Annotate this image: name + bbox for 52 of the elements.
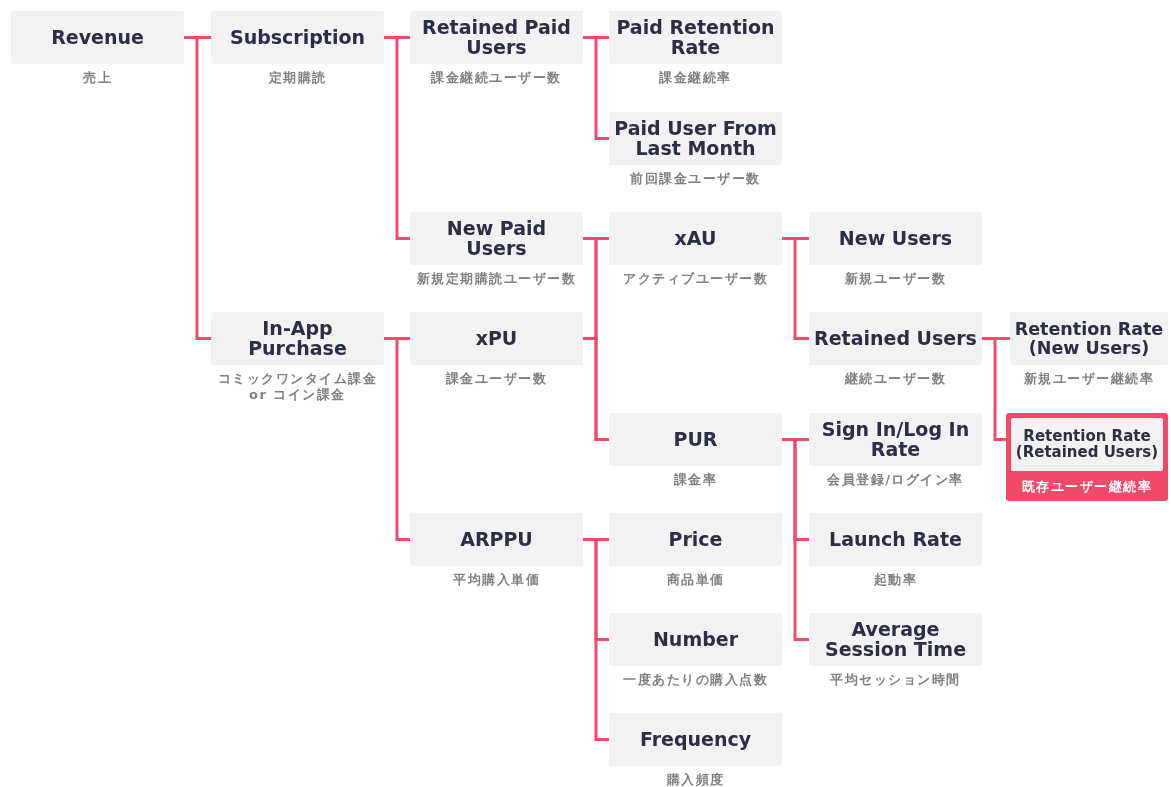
metric-caption: 購入頻度 bbox=[666, 772, 725, 787]
connector-line bbox=[982, 337, 1006, 441]
metric-caption: 新規ユーザー数 bbox=[844, 271, 947, 288]
metric-caption: 起動率 bbox=[873, 572, 918, 589]
metric-caption: 前回課金ユーザー数 bbox=[630, 171, 761, 188]
metric-caption: 既存ユーザー継続率 bbox=[1020, 478, 1154, 496]
metric-caption: 継続ユーザー数 bbox=[844, 371, 947, 388]
metric-label: Sign In/Log In Rate bbox=[820, 419, 971, 460]
metric-caption: 定期購読 bbox=[268, 70, 327, 87]
metric-caption: アクティブユーザー数 bbox=[623, 271, 768, 288]
connector-line bbox=[184, 36, 211, 340]
metric-label: Retention Rate (New Users) bbox=[1014, 320, 1164, 357]
connector-line bbox=[782, 438, 809, 641]
metric-caption: 課金継続ユーザー数 bbox=[431, 70, 562, 87]
metric-caption: 新規ユーザー継続率 bbox=[1023, 371, 1155, 388]
connector-line bbox=[384, 36, 410, 240]
metric-label: Retained Users bbox=[814, 328, 977, 349]
metric-caption: コミックワンタイム課金 or コイン課金 bbox=[216, 371, 379, 404]
metric-label: xAU bbox=[674, 228, 717, 249]
metric-label: Retention Rate (Retained Users) bbox=[1015, 428, 1159, 461]
connector-line bbox=[782, 237, 809, 340]
metric-label: PUR bbox=[673, 429, 718, 450]
metric-caption: 課金継続率 bbox=[659, 70, 732, 87]
metric-label: Revenue bbox=[51, 27, 144, 48]
connector-line bbox=[583, 337, 609, 441]
metric-caption: 課金率 bbox=[673, 472, 718, 489]
metric-label: Price bbox=[668, 529, 723, 550]
metric-caption: 商品単価 bbox=[666, 572, 725, 589]
metric-caption: 新規定期購読ユーザー数 bbox=[416, 271, 577, 288]
metric-caption: 平均購入単価 bbox=[453, 572, 540, 589]
connector-line bbox=[583, 36, 609, 140]
metric-label: Paid Retention Rate bbox=[615, 17, 776, 58]
metric-caption: 売上 bbox=[83, 70, 112, 87]
metric-caption: 平均セッション時間 bbox=[830, 672, 961, 689]
connector-line bbox=[384, 337, 410, 541]
metric-label: Frequency bbox=[639, 729, 752, 750]
metric-label: Subscription bbox=[229, 27, 365, 48]
metric-label: xPU bbox=[475, 328, 518, 349]
metric-caption: 課金ユーザー数 bbox=[445, 371, 548, 388]
highlighted-metric-box bbox=[1006, 413, 1168, 501]
metric-label: Launch Rate bbox=[829, 529, 962, 550]
metric-caption: 一度あたりの購入点数 bbox=[623, 672, 768, 689]
metric-label: Average Session Time bbox=[823, 619, 968, 660]
metric-label: In-App Purchase bbox=[247, 318, 348, 359]
metric-label: Paid User From Last Month bbox=[613, 118, 778, 159]
connector-line bbox=[583, 538, 609, 741]
metric-label: New Users bbox=[838, 228, 953, 249]
metric-label: New Paid Users bbox=[445, 218, 548, 259]
metric-label: Retained Paid Users bbox=[421, 17, 572, 58]
metric-label: Number bbox=[652, 629, 739, 650]
metric-caption: 会員登録/ログイン率 bbox=[827, 472, 964, 489]
metric-label: ARPPU bbox=[460, 529, 533, 550]
